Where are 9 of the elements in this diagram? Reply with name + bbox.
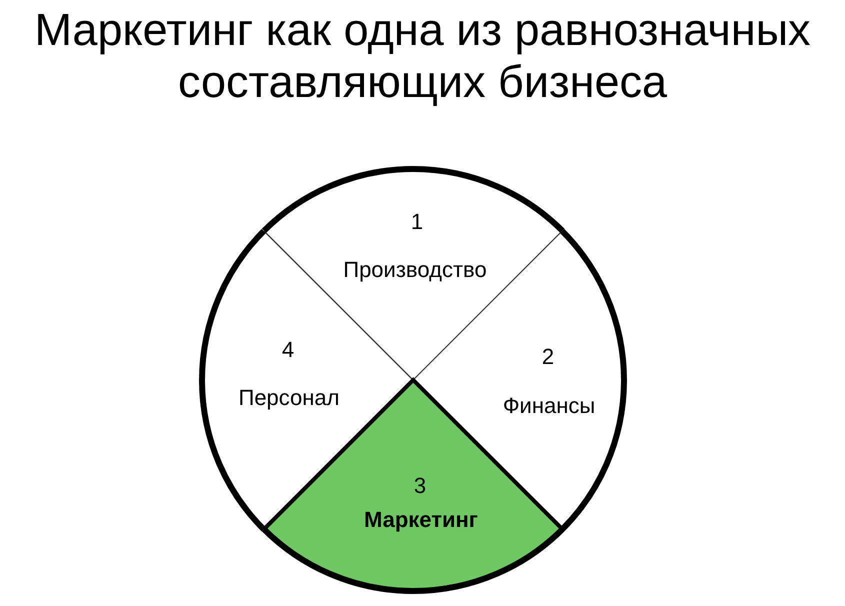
sector-number: 4	[282, 336, 294, 363]
sector-number: 1	[410, 209, 424, 235]
sector-number: 3	[414, 473, 426, 499]
sector-label: Персонал	[238, 384, 340, 411]
sector-label: Производство	[343, 257, 487, 283]
sector-label: Финансы	[502, 392, 596, 419]
diagram-title: Маркетинг как одна из равнозначных составляющих бизнеса	[33, 4, 812, 108]
sector-number: 2	[542, 344, 554, 370]
sector-label: Маркетинг	[364, 507, 478, 533]
